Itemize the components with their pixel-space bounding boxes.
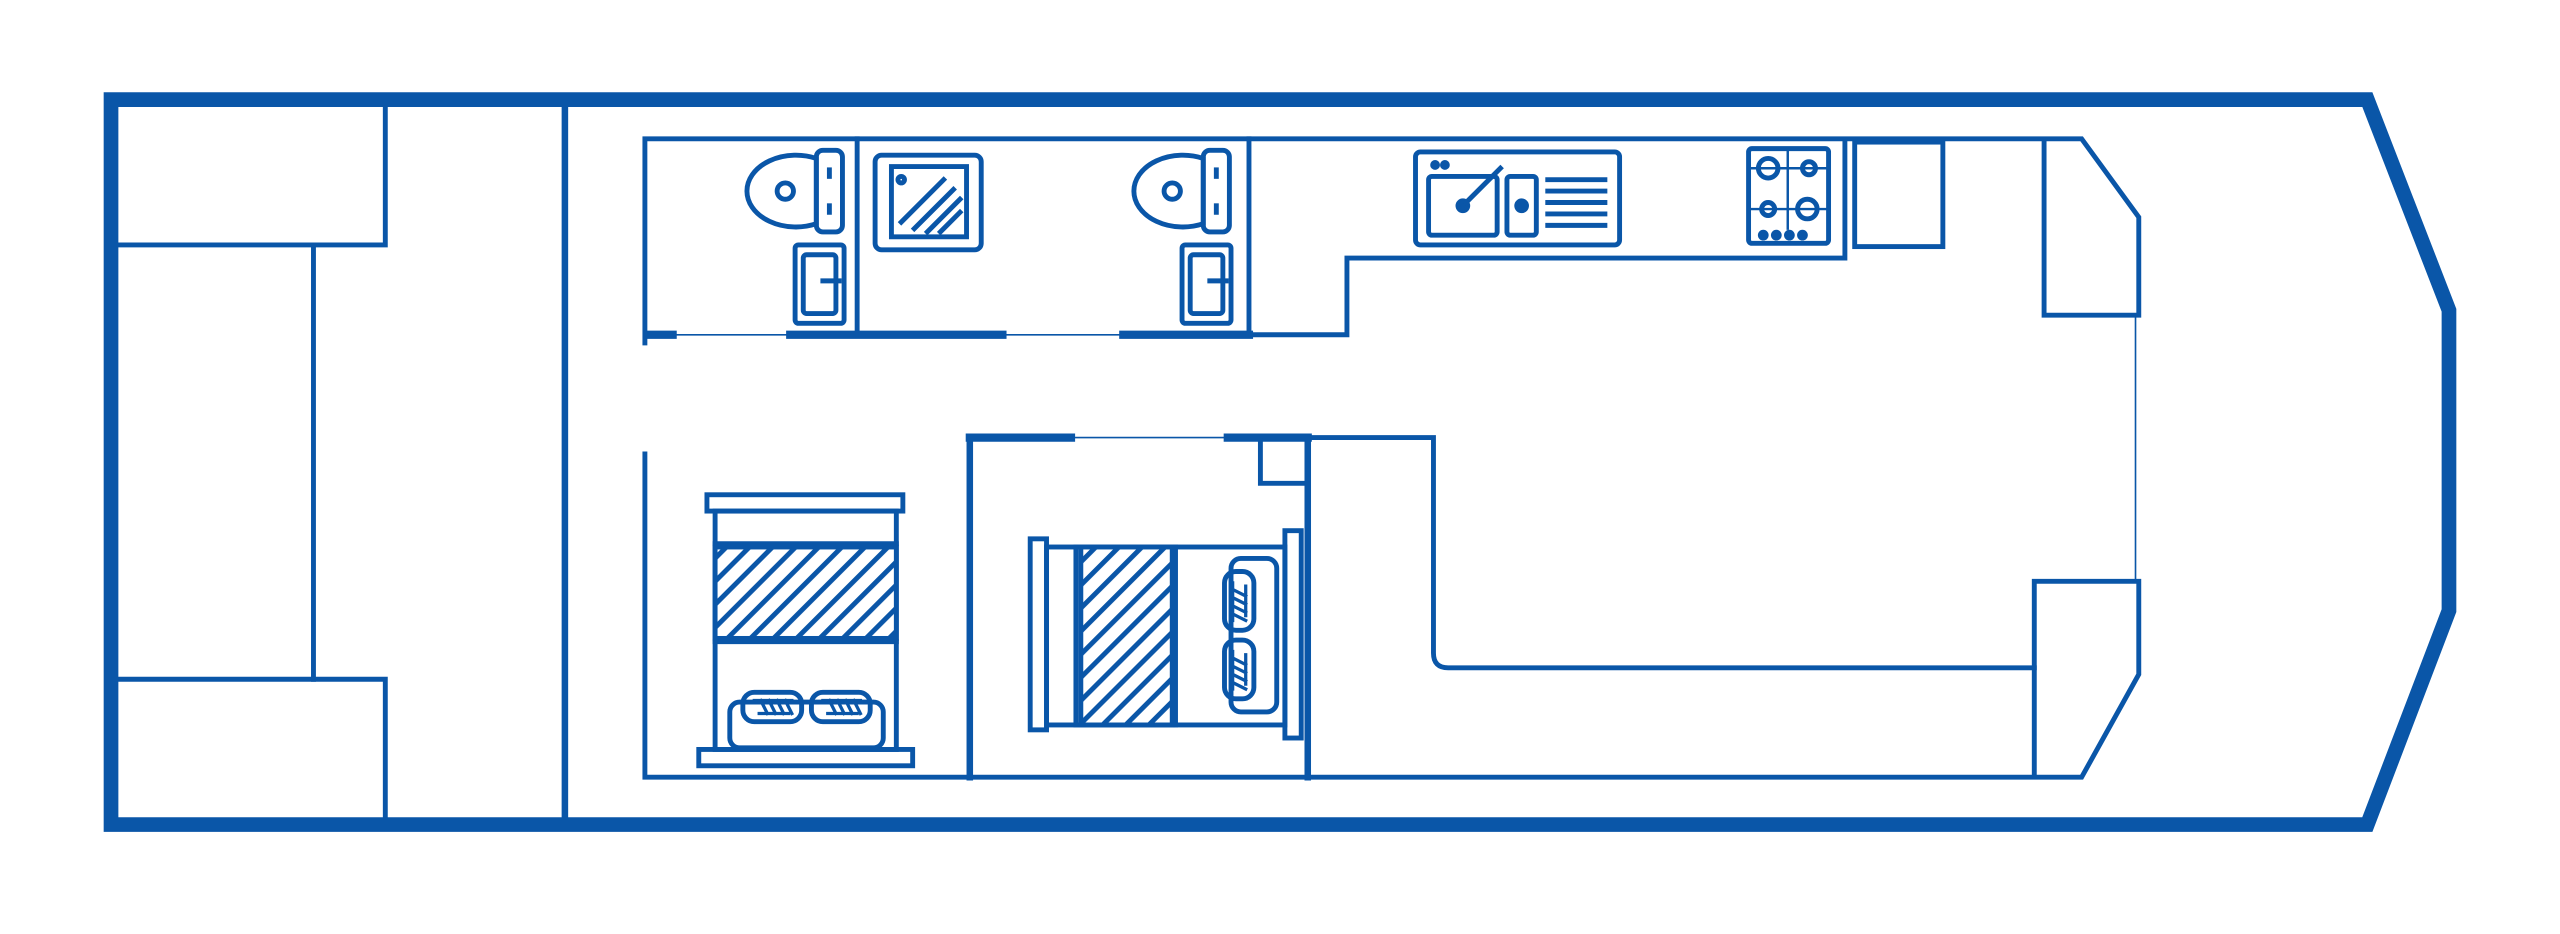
pillow-icon (1222, 569, 1257, 633)
toilet-icon (1131, 147, 1232, 235)
double-bed-icon (1027, 528, 1304, 741)
toilet-icon (744, 147, 845, 235)
hob-icon (1746, 146, 1832, 246)
pillow-icon (808, 689, 873, 725)
galley-counter (1246, 136, 2142, 583)
pillow-icon (1222, 637, 1257, 702)
bathroom-block (642, 136, 1254, 346)
pillow-icon (740, 689, 805, 725)
aft-deck (115, 102, 569, 820)
kitchen-sink-icon (1413, 149, 1623, 248)
washbasin-icon (1179, 242, 1234, 326)
hull-outline (103, 92, 2457, 832)
double-bed-icon (696, 492, 916, 769)
bedroom-walls (642, 433, 2142, 781)
shower-tray-icon (872, 152, 984, 253)
washbasin-icon (792, 242, 847, 326)
